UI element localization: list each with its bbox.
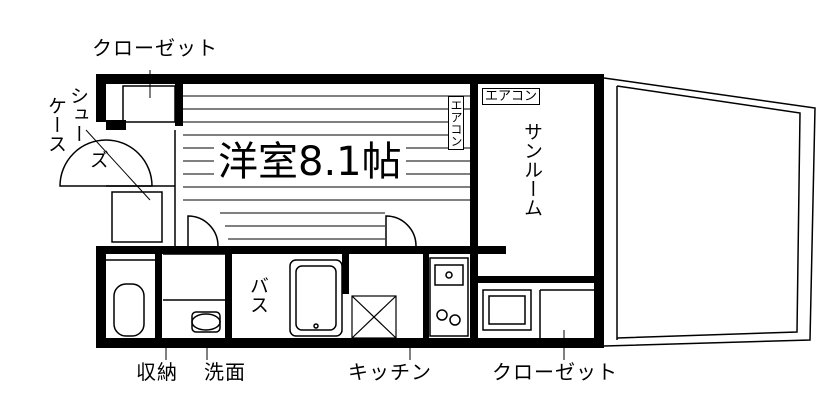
washing-machine-space xyxy=(351,295,397,339)
washroom-label: 洗面 xyxy=(204,360,246,384)
leader-lines xyxy=(85,70,565,360)
storage-label: 収納 xyxy=(136,360,178,384)
closet-bottom-label: クローゼット xyxy=(492,360,618,384)
shoes-case-label-2: ズ xyxy=(87,150,109,169)
thin-partitions xyxy=(106,85,225,301)
aircon-room-label: エアコン xyxy=(448,96,464,150)
shoes-case-label-3: ケース xyxy=(45,96,67,153)
aircon-sunroom-label: エアコン xyxy=(482,88,541,105)
bath-label: バス xyxy=(247,276,269,314)
bathroom-fixtures xyxy=(113,259,343,337)
shoes-case-label-1: シュー xyxy=(67,86,89,143)
interior-walls xyxy=(96,74,604,348)
kitchen-label: キッチン xyxy=(348,360,432,384)
doors xyxy=(59,139,417,261)
sunroom-label: サンルーム xyxy=(521,122,543,217)
balcony xyxy=(603,77,816,347)
kitchen-fixtures xyxy=(429,257,594,338)
closet-top-label: クローゼット xyxy=(92,36,218,60)
outer-walls xyxy=(96,74,604,348)
western-room-label: 洋室8.1帖 xyxy=(214,142,406,182)
